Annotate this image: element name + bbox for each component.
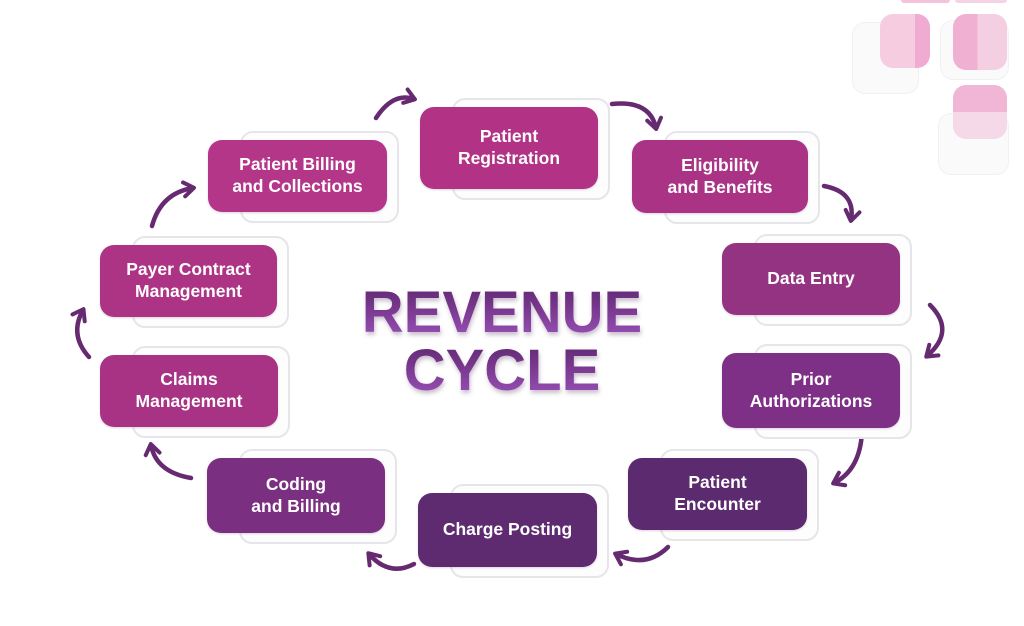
step-label: Patient Billing and Collections — [232, 154, 363, 196]
step-box: Charge Posting — [418, 493, 597, 567]
cycle-step-eligibility-and-benefits: Eligibility and Benefits — [632, 131, 820, 224]
arrow-billing-to-registration — [373, 87, 417, 121]
step-box: Coding and Billing — [207, 458, 385, 533]
arrow-claims-to-payercontract — [70, 307, 92, 360]
page-title: REVENUE CYCLE — [320, 284, 684, 400]
cycle-step-payer-contract-management: Payer Contract Management — [100, 236, 289, 328]
step-box: Patient Encounter — [628, 458, 807, 530]
arrow-priorauth-to-encounter — [831, 429, 865, 488]
cycle-step-claims-management: Claims Management — [100, 346, 290, 438]
decoration-pink-strip — [955, 0, 1007, 3]
step-label: Eligibility and Benefits — [667, 154, 773, 197]
step-label: Prior Authorizations — [749, 368, 873, 411]
arrow-payercontract-to-billing — [149, 180, 196, 229]
step-label: Coding and Billing — [251, 473, 341, 516]
step-label: Payer Contract Management — [126, 259, 251, 301]
step-label: Charge Posting — [442, 519, 573, 540]
step-label: Patient Encounter — [674, 472, 761, 514]
decoration-pink-square — [880, 14, 930, 68]
cycle-step-coding-and-billing: Coding and Billing — [207, 449, 397, 544]
step-label: Data Entry — [767, 268, 855, 289]
arrow-registration-to-eligibility — [609, 101, 663, 131]
step-box: Claims Management — [100, 355, 278, 427]
step-box: Eligibility and Benefits — [632, 140, 808, 213]
step-box: Payer Contract Management — [100, 245, 277, 317]
cycle-step-prior-authorizations: Prior Authorizations — [722, 344, 912, 439]
cycle-step-patient-registration: Patient Registration — [420, 98, 610, 200]
arrow-eligibility-to-dataentry — [821, 183, 862, 223]
arrow-coding-to-claims — [143, 442, 194, 481]
decoration-pink-strip — [901, 0, 950, 3]
title-line-1: REVENUE — [320, 284, 684, 342]
step-box: Patient Registration — [420, 107, 598, 189]
cycle-step-data-entry: Data Entry — [722, 234, 912, 326]
step-box: Patient Billing and Collections — [208, 140, 387, 212]
step-label: Claims Management — [135, 369, 243, 411]
step-box: Data Entry — [722, 243, 900, 315]
cycle-step-patient-encounter: Patient Encounter — [628, 449, 819, 541]
decoration-pink-square — [953, 14, 1007, 70]
decoration-pink-square — [953, 85, 1007, 139]
arrow-encounter-to-chargeposting — [613, 544, 671, 567]
title-line-2: CYCLE — [320, 342, 684, 400]
cycle-step-charge-posting: Charge Posting — [418, 484, 609, 578]
step-label: Patient Registration — [457, 126, 561, 168]
arrow-dataentry-to-priorauth — [924, 302, 945, 359]
cycle-step-patient-billing-and-collections: Patient Billing and Collections — [208, 131, 399, 223]
arrow-chargeposting-to-coding — [366, 551, 417, 571]
step-box: Prior Authorizations — [722, 353, 900, 428]
